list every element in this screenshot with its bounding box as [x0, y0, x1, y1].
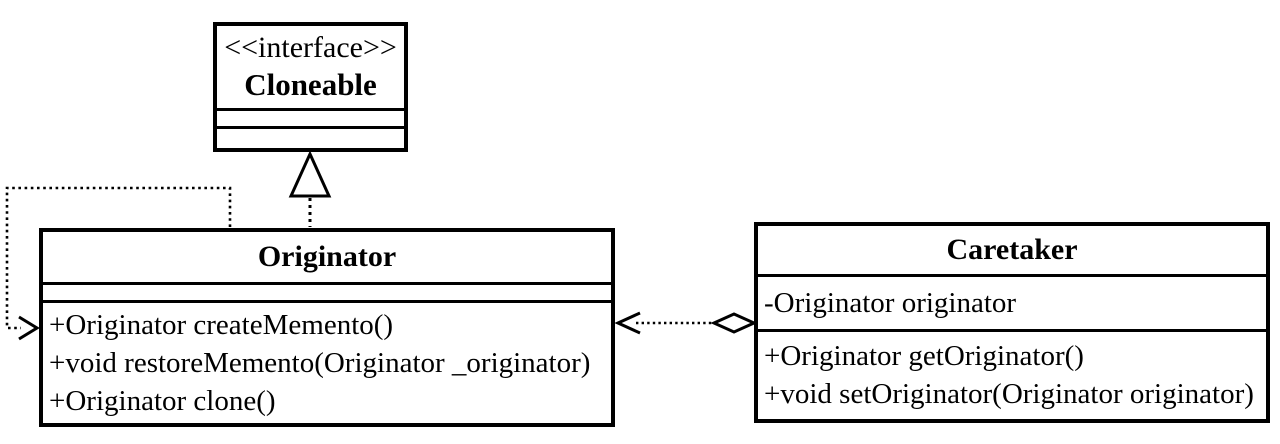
open-arrowhead-icon [18, 315, 40, 341]
method-line: +void setOriginator(Originator originato… [764, 378, 1254, 410]
class-box-caretaker: Caretaker -Originator originator +Origin… [754, 222, 1270, 423]
class-title-cloneable: <<interface>> Cloneable [217, 26, 404, 111]
class-name: Originator [257, 239, 397, 273]
attributes-compartment: -Originator originator [758, 277, 1266, 332]
methods-compartment: +Originator getOriginator() +void setOri… [758, 332, 1266, 419]
stereotype-label: <<interface>> [224, 30, 397, 64]
attributes-compartment [43, 285, 611, 303]
aggregation-connector [614, 311, 758, 335]
class-name: Cloneable [244, 67, 377, 103]
hollow-triangle-icon [288, 150, 332, 198]
class-box-cloneable: <<interface>> Cloneable [213, 22, 408, 152]
open-arrowhead-icon [614, 311, 641, 335]
hollow-diamond-icon [710, 312, 758, 334]
class-title-caretaker: Caretaker [758, 226, 1266, 277]
attribute-line: -Originator originator [764, 287, 1017, 319]
class-box-originator: Originator +Originator createMemento() +… [39, 228, 615, 427]
class-title-originator: Originator [43, 232, 611, 285]
class-name: Caretaker [946, 232, 1078, 266]
method-line: +Originator getOriginator() [764, 340, 1084, 372]
method-line: +void restoreMemento(Originator _origina… [49, 347, 591, 379]
method-line: +Originator createMemento() [49, 309, 394, 341]
methods-compartment: +Originator createMemento() +void restor… [43, 303, 611, 423]
attributes-compartment [217, 111, 404, 129]
methods-compartment [217, 129, 404, 148]
realization-connector [288, 150, 332, 227]
method-line: +Originator clone() [49, 385, 276, 417]
